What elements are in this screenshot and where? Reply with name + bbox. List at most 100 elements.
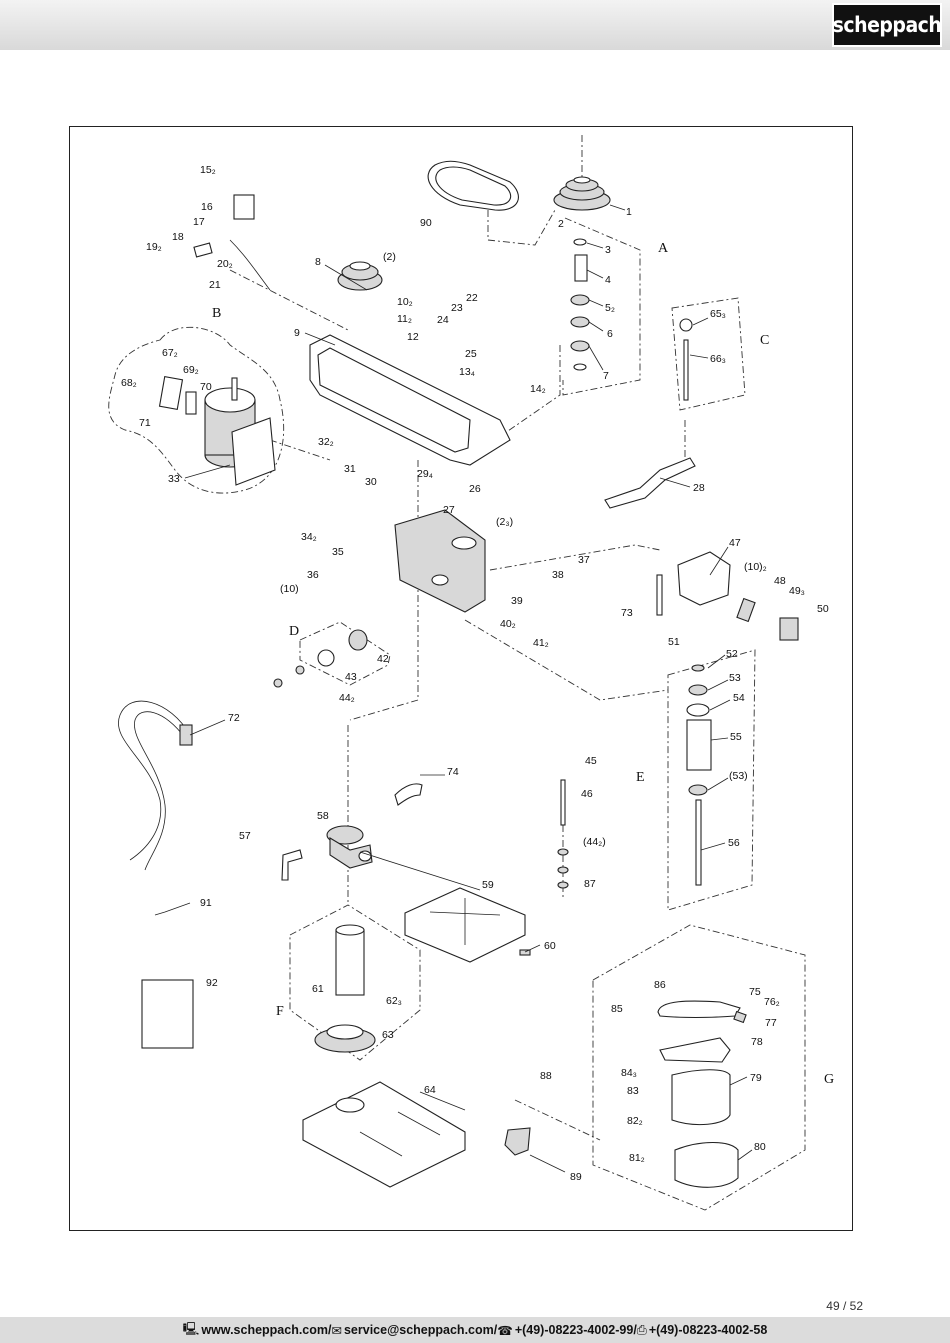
part-label: 56	[728, 837, 740, 849]
part-label: 44₂	[339, 692, 355, 704]
part-label: 55	[730, 731, 742, 743]
footer-website[interactable]: www.scheppach.com	[201, 1323, 329, 1337]
part-label: 25	[465, 348, 477, 360]
part-label: 1	[626, 206, 632, 218]
part-label: 90	[420, 217, 432, 229]
part-label: 70	[200, 381, 212, 393]
part-label: (2)	[383, 251, 396, 263]
part-label: 53	[729, 672, 741, 684]
part-label: 18	[172, 231, 184, 243]
part-illustrations	[118, 160, 799, 1188]
part-label: 65₃	[710, 308, 726, 320]
part-label: 31	[344, 463, 356, 475]
contact-footer: 🖳 www.scheppach.com / ✉ service@scheppac…	[0, 1317, 950, 1343]
part-label: 27	[443, 504, 455, 516]
part-label: 29₄	[417, 468, 433, 480]
part-label: 84₃	[621, 1067, 637, 1079]
part-label: (53)	[729, 770, 748, 782]
part-label: 66₃	[710, 353, 726, 365]
footer-separator: /	[328, 1323, 332, 1337]
part-label: 4	[605, 274, 611, 286]
part-label: 15₂	[200, 164, 216, 176]
brand-logo: scheppach	[832, 3, 942, 47]
part-label: 33	[168, 473, 180, 485]
part-label: 71	[139, 417, 151, 429]
part-label: 75	[749, 986, 761, 998]
part-label: 74	[447, 766, 459, 778]
header-band	[0, 0, 950, 50]
part-label: 79	[750, 1072, 762, 1084]
part-label: 60	[544, 940, 556, 952]
part-label: 85	[611, 1003, 623, 1015]
footer-phone: +(49)-08223-4002-99	[514, 1323, 634, 1337]
part-label: 63	[382, 1029, 394, 1041]
part-label: 5₂	[605, 302, 615, 314]
group-label-b: B	[212, 306, 221, 321]
part-label: 83	[627, 1085, 639, 1097]
part-label: 61	[312, 983, 324, 995]
part-label: 51	[668, 636, 680, 648]
part-label: 26	[469, 483, 481, 495]
part-label: (10)₂	[744, 561, 767, 573]
group-letters: A B C D E F G	[212, 241, 834, 1087]
fax-icon: ⎙	[636, 1322, 647, 1337]
part-label: 17	[193, 216, 205, 228]
part-label: 8	[315, 256, 321, 268]
part-label: 32₂	[318, 436, 334, 448]
part-label: 89	[570, 1171, 582, 1183]
part-label: 49₃	[789, 585, 805, 597]
footer-separator: /	[633, 1323, 637, 1337]
group-label-e: E	[636, 770, 645, 785]
part-label: 23	[451, 302, 463, 314]
part-label: 10₂	[397, 296, 413, 308]
group-label-c: C	[760, 333, 769, 348]
part-label: 42	[377, 653, 389, 665]
page-number: 49 / 52	[826, 1299, 863, 1313]
part-label: 86	[654, 979, 666, 991]
part-label: 35	[332, 546, 344, 558]
part-number-labels: 1 2 3 4 5₂ 6 7 8 (2) 9 10₂ 11₂ 12 13₄ 14…	[121, 164, 829, 1183]
diagram-frame	[69, 126, 853, 1231]
part-label: 40₂	[500, 618, 516, 630]
part-label: 9	[294, 327, 300, 339]
part-label: 73	[621, 607, 633, 619]
part-label: 45	[585, 755, 597, 767]
group-label-d: D	[289, 624, 299, 639]
phone-icon: ☎	[497, 1323, 513, 1338]
part-label: 37	[578, 554, 590, 566]
part-label: 48	[774, 575, 786, 587]
part-label: 62₃	[386, 995, 402, 1007]
part-label: 36	[307, 569, 319, 581]
part-label: 39	[511, 595, 523, 607]
part-label: 24	[437, 314, 449, 326]
part-label: (2₃)	[496, 516, 513, 528]
part-label: (10)	[280, 583, 299, 595]
computer-icon: 🖳	[182, 1321, 200, 1336]
footer-email[interactable]: service@scheppach.com	[343, 1323, 494, 1337]
part-label: 41₂	[533, 637, 549, 649]
part-label: 87	[584, 878, 596, 890]
part-label: (44₂)	[583, 836, 606, 848]
part-label: 72	[228, 712, 240, 724]
part-label: 47	[729, 537, 741, 549]
part-label: 11₂	[397, 313, 412, 325]
footer-separator: /	[493, 1323, 498, 1337]
part-label: 12	[407, 331, 419, 343]
group-label-f: F	[276, 1004, 284, 1019]
part-label: 59	[482, 879, 494, 891]
part-label: 76₂	[764, 996, 780, 1008]
part-label: 7	[603, 370, 609, 382]
part-label: 34₂	[301, 531, 317, 543]
group-label-a: A	[658, 241, 669, 256]
part-label: 92	[206, 977, 218, 989]
part-label: 68₂	[121, 377, 137, 389]
part-label: 13₄	[459, 366, 475, 378]
part-label: 6	[607, 328, 613, 340]
part-label: 19₂	[146, 241, 162, 253]
part-label: 77	[765, 1017, 777, 1029]
part-label: 64	[424, 1084, 436, 1096]
part-label: 91	[200, 897, 212, 909]
part-label: 50	[817, 603, 829, 615]
part-label: 54	[733, 692, 745, 704]
